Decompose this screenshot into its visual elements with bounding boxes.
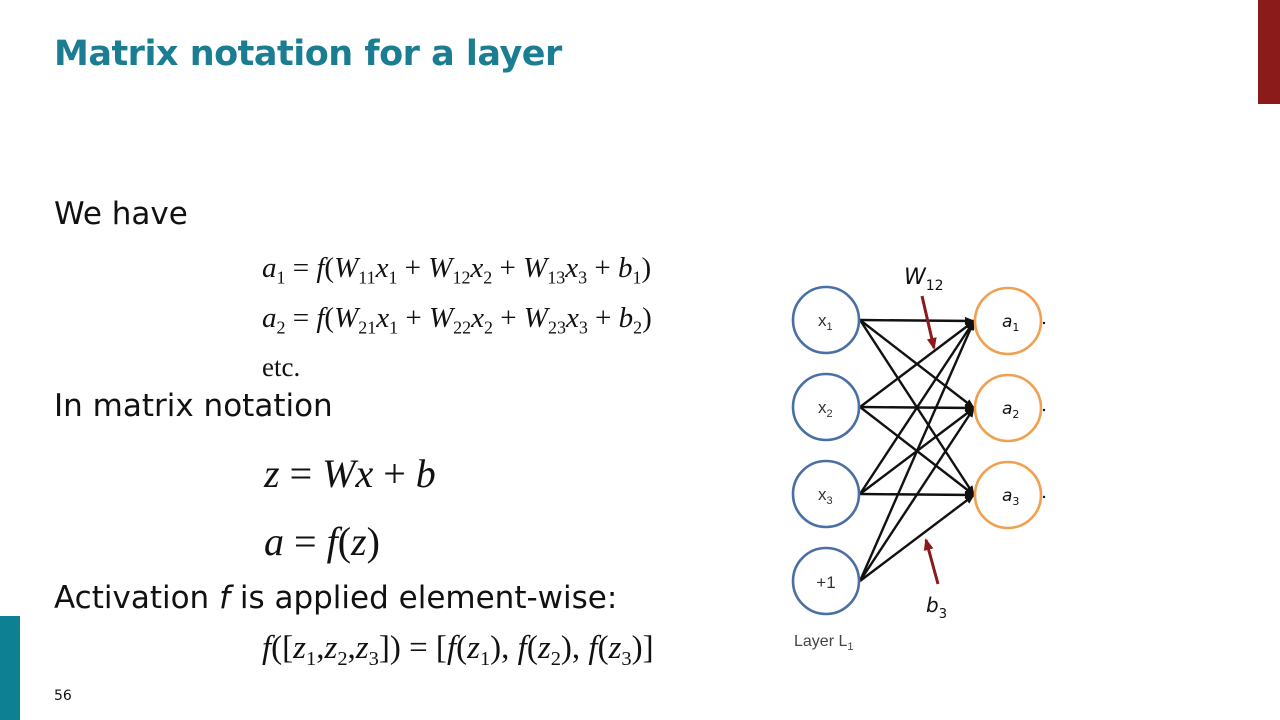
in-matrix-notation-text: In matrix notation [54, 388, 333, 424]
top-right-accent-bar [1258, 0, 1280, 104]
bias-annotation-label: b3 [926, 593, 947, 622]
equation-elementwise: f([z1,z2,z3]) = [f(z1), f(z2), f(z3)] [262, 630, 654, 671]
activation-suffix: is applied element-wise: [229, 580, 618, 616]
edge-x3-a1 [858, 320, 976, 495]
input-node-x2 [791, 372, 861, 442]
edge-bias-a3 [859, 494, 975, 582]
activation-text: Activation f is applied element-wise: [54, 580, 617, 616]
output-tick-a3 [1042, 495, 1046, 499]
input-node-bias [791, 546, 861, 616]
output-node-a2 [973, 373, 1043, 443]
activation-f: f [219, 580, 230, 616]
output-tick-a2 [1042, 408, 1046, 412]
page-number: 56 [54, 688, 72, 704]
connection-lines [858, 316, 976, 582]
slide-title: Matrix notation for a layer [54, 34, 562, 74]
equation-a1: a1 = f(W11x1 + W12x2 + W13x3 + b1) [262, 252, 652, 288]
edge-x1-a1 [859, 316, 975, 325]
input-node-x1 [791, 285, 861, 355]
input-label-bias: +1 [816, 573, 835, 592]
weight-annotation-label: W12 [904, 265, 944, 294]
etc-text: etc. [262, 352, 301, 382]
equation-z: z = Wx + b [264, 451, 436, 496]
activation-prefix: Activation [54, 580, 220, 616]
weight-annotation: W12 [904, 265, 944, 350]
bias-annotation-arrow [923, 538, 940, 585]
output-nodes: a1 a2 a3 [973, 286, 1046, 530]
equation-a2: a2 = f(W21x1 + W22x2 + W23x3 + b2) [262, 302, 652, 338]
weight-annotation-arrow [920, 295, 937, 350]
output-node-a1 [973, 286, 1043, 356]
output-tick-a1 [1042, 321, 1046, 325]
input-nodes: x1 x2 x3 +1 [791, 285, 861, 616]
edge-bias-a2 [858, 407, 976, 582]
bottom-left-accent-bar [0, 616, 20, 720]
input-node-x3 [791, 459, 861, 529]
edge-bias-a1 [858, 320, 976, 582]
output-node-a3 [973, 460, 1043, 530]
equation-a: a = f(z) [264, 519, 380, 564]
edge-x2-a1 [859, 320, 975, 408]
layer-label: Layer L1 [794, 633, 854, 653]
bias-annotation: b3 [923, 538, 947, 622]
we-have-text: We have [54, 196, 188, 232]
